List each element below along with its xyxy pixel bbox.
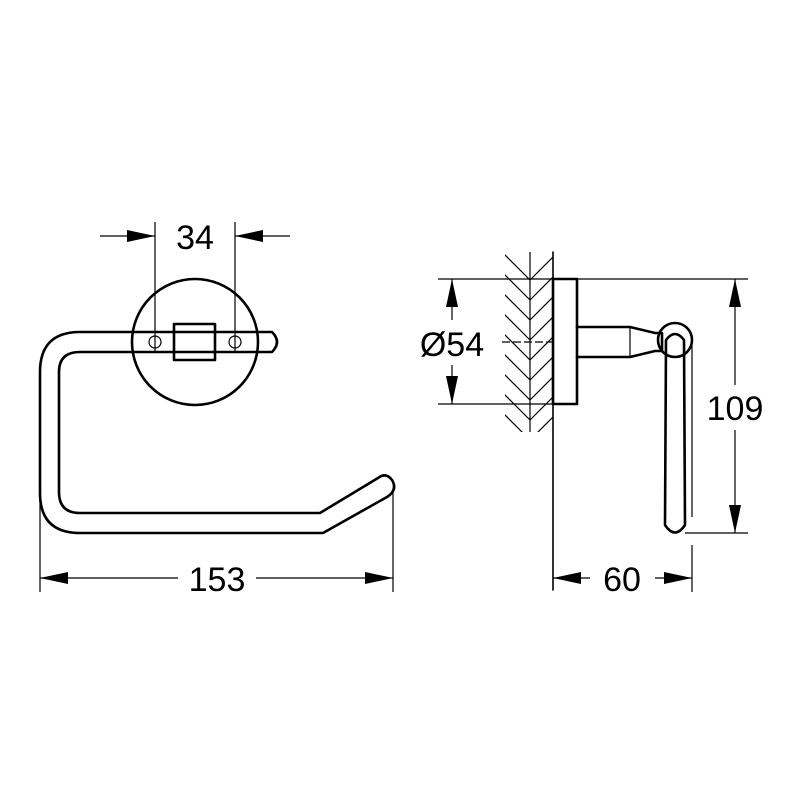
dim-label-54: Ø54 [420, 326, 484, 364]
holder-arm-outline [38, 330, 396, 535]
center-block [172, 322, 217, 362]
dim-label-109: 109 [707, 390, 764, 428]
holder-arm [663, 332, 687, 534]
wall-hatching [505, 252, 553, 432]
dim-label-34: 34 [176, 219, 214, 257]
dim-label-153: 153 [189, 561, 246, 599]
screw-marks [148, 335, 242, 349]
stem [575, 325, 664, 359]
dimension-60: 60 [553, 545, 693, 599]
hinge-ring [656, 321, 694, 359]
side-view: Ø54 109 60 [420, 251, 764, 599]
dimension-153: 153 [39, 490, 394, 599]
dimension-diameter-54: Ø54 [420, 278, 555, 405]
front-view: 34 153 [38, 219, 396, 599]
dim-label-60: 60 [603, 561, 641, 599]
dimension-34: 34 [100, 219, 290, 352]
dimension-109: 109 [577, 278, 764, 534]
wall-plate-circle [130, 277, 260, 407]
wall-plate [551, 277, 579, 406]
